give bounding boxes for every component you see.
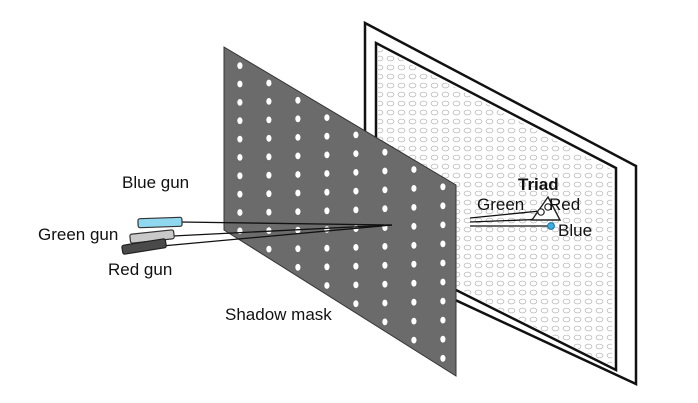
mask-hole (237, 172, 243, 180)
mask-hole (295, 115, 301, 123)
mask-hole (440, 316, 446, 324)
mask-hole (295, 245, 301, 253)
mask-hole (324, 114, 330, 121)
labels: Blue gun Green gun Red gun Shadow mask T… (38, 173, 592, 324)
mask-hole (295, 189, 301, 197)
mask-hole (353, 169, 359, 176)
shadow-mask-holes (237, 62, 446, 362)
mask-hole (237, 209, 243, 216)
electron-guns (121, 216, 183, 255)
shadow-mask-plate (223, 46, 457, 377)
mask-hole (266, 153, 272, 161)
shadow-mask (223, 46, 457, 377)
label-triad-green: Green (477, 195, 524, 214)
mask-hole (411, 222, 417, 230)
mask-hole (353, 187, 359, 195)
blue-beam-line (179, 221, 393, 226)
mask-hole (353, 244, 359, 251)
label-blue-gun: Blue gun (122, 173, 189, 192)
mask-hole (411, 298, 417, 306)
mask-hole (382, 186, 388, 194)
mask-hole (440, 240, 446, 248)
mask-hole (324, 132, 330, 140)
mask-hole (266, 134, 272, 142)
label-triad-blue: Blue (558, 221, 592, 240)
triad-blue-dot (547, 222, 555, 230)
mask-hole (237, 190, 243, 198)
mask-hole (324, 170, 330, 177)
mask-hole (353, 131, 359, 139)
mask-hole (440, 183, 446, 191)
mask-hole (382, 318, 388, 326)
mask-hole (353, 300, 359, 308)
mask-hole (295, 96, 301, 104)
mask-hole (382, 148, 388, 156)
mask-hole (440, 335, 446, 343)
mask-hole (266, 245, 272, 253)
label-red-gun: Red gun (108, 260, 172, 279)
mask-hole (411, 317, 417, 325)
mask-hole (295, 152, 301, 160)
mask-hole (237, 154, 243, 161)
mask-hole (353, 262, 359, 270)
mask-hole (411, 241, 417, 249)
label-triad-red: Red (549, 195, 580, 214)
label-shadow-mask: Shadow mask (225, 305, 332, 324)
mask-hole (440, 354, 446, 362)
mask-hole (440, 297, 446, 305)
mask-hole (411, 204, 417, 211)
mask-hole (324, 226, 330, 233)
mask-hole (440, 259, 446, 267)
mask-hole (324, 151, 330, 159)
mask-hole (411, 166, 417, 173)
label-green-gun: Green gun (38, 225, 118, 244)
blue-gun-body (137, 216, 183, 229)
mask-hole (266, 190, 272, 198)
green-beam-line (172, 224, 393, 237)
triad (530, 195, 562, 230)
mask-hole (237, 135, 243, 143)
mask-hole (324, 244, 330, 252)
mask-hole (266, 79, 272, 87)
mask-hole (382, 243, 388, 250)
mask-hole (382, 167, 388, 175)
mask-hole (353, 150, 359, 158)
mask-hole (440, 221, 446, 229)
mask-hole (411, 279, 417, 287)
mask-hole (266, 208, 272, 216)
mask-hole (266, 171, 272, 179)
mask-hole (324, 263, 330, 271)
mask-hole (237, 117, 243, 125)
mask-hole (353, 281, 359, 289)
red-beam-line (161, 224, 393, 247)
mask-hole (411, 260, 417, 268)
mask-hole (266, 98, 272, 105)
mask-hole (295, 208, 301, 216)
mask-hole (237, 80, 243, 88)
label-triad: Triad (518, 175, 559, 194)
mask-hole (440, 202, 446, 210)
mask-hole (411, 185, 417, 192)
beam-to-triad-1 (469, 210, 541, 219)
mask-hole (324, 188, 330, 196)
triad-red-dot (544, 203, 552, 211)
mask-hole (382, 261, 388, 269)
mask-hole (324, 207, 330, 215)
mask-hole (382, 299, 388, 307)
mask-hole (440, 278, 446, 286)
mask-hole (295, 134, 301, 141)
mask-hole (324, 282, 330, 289)
triad-green-dot (537, 208, 545, 216)
red-gun-body (121, 238, 167, 255)
mask-hole (382, 280, 388, 288)
mask-hole (295, 263, 301, 271)
mask-hole (382, 205, 388, 213)
mask-hole (237, 99, 243, 106)
mask-hole (353, 206, 359, 214)
mask-hole (237, 62, 243, 70)
mask-hole (266, 116, 272, 124)
mask-hole (295, 171, 301, 178)
mask-hole (411, 336, 417, 344)
